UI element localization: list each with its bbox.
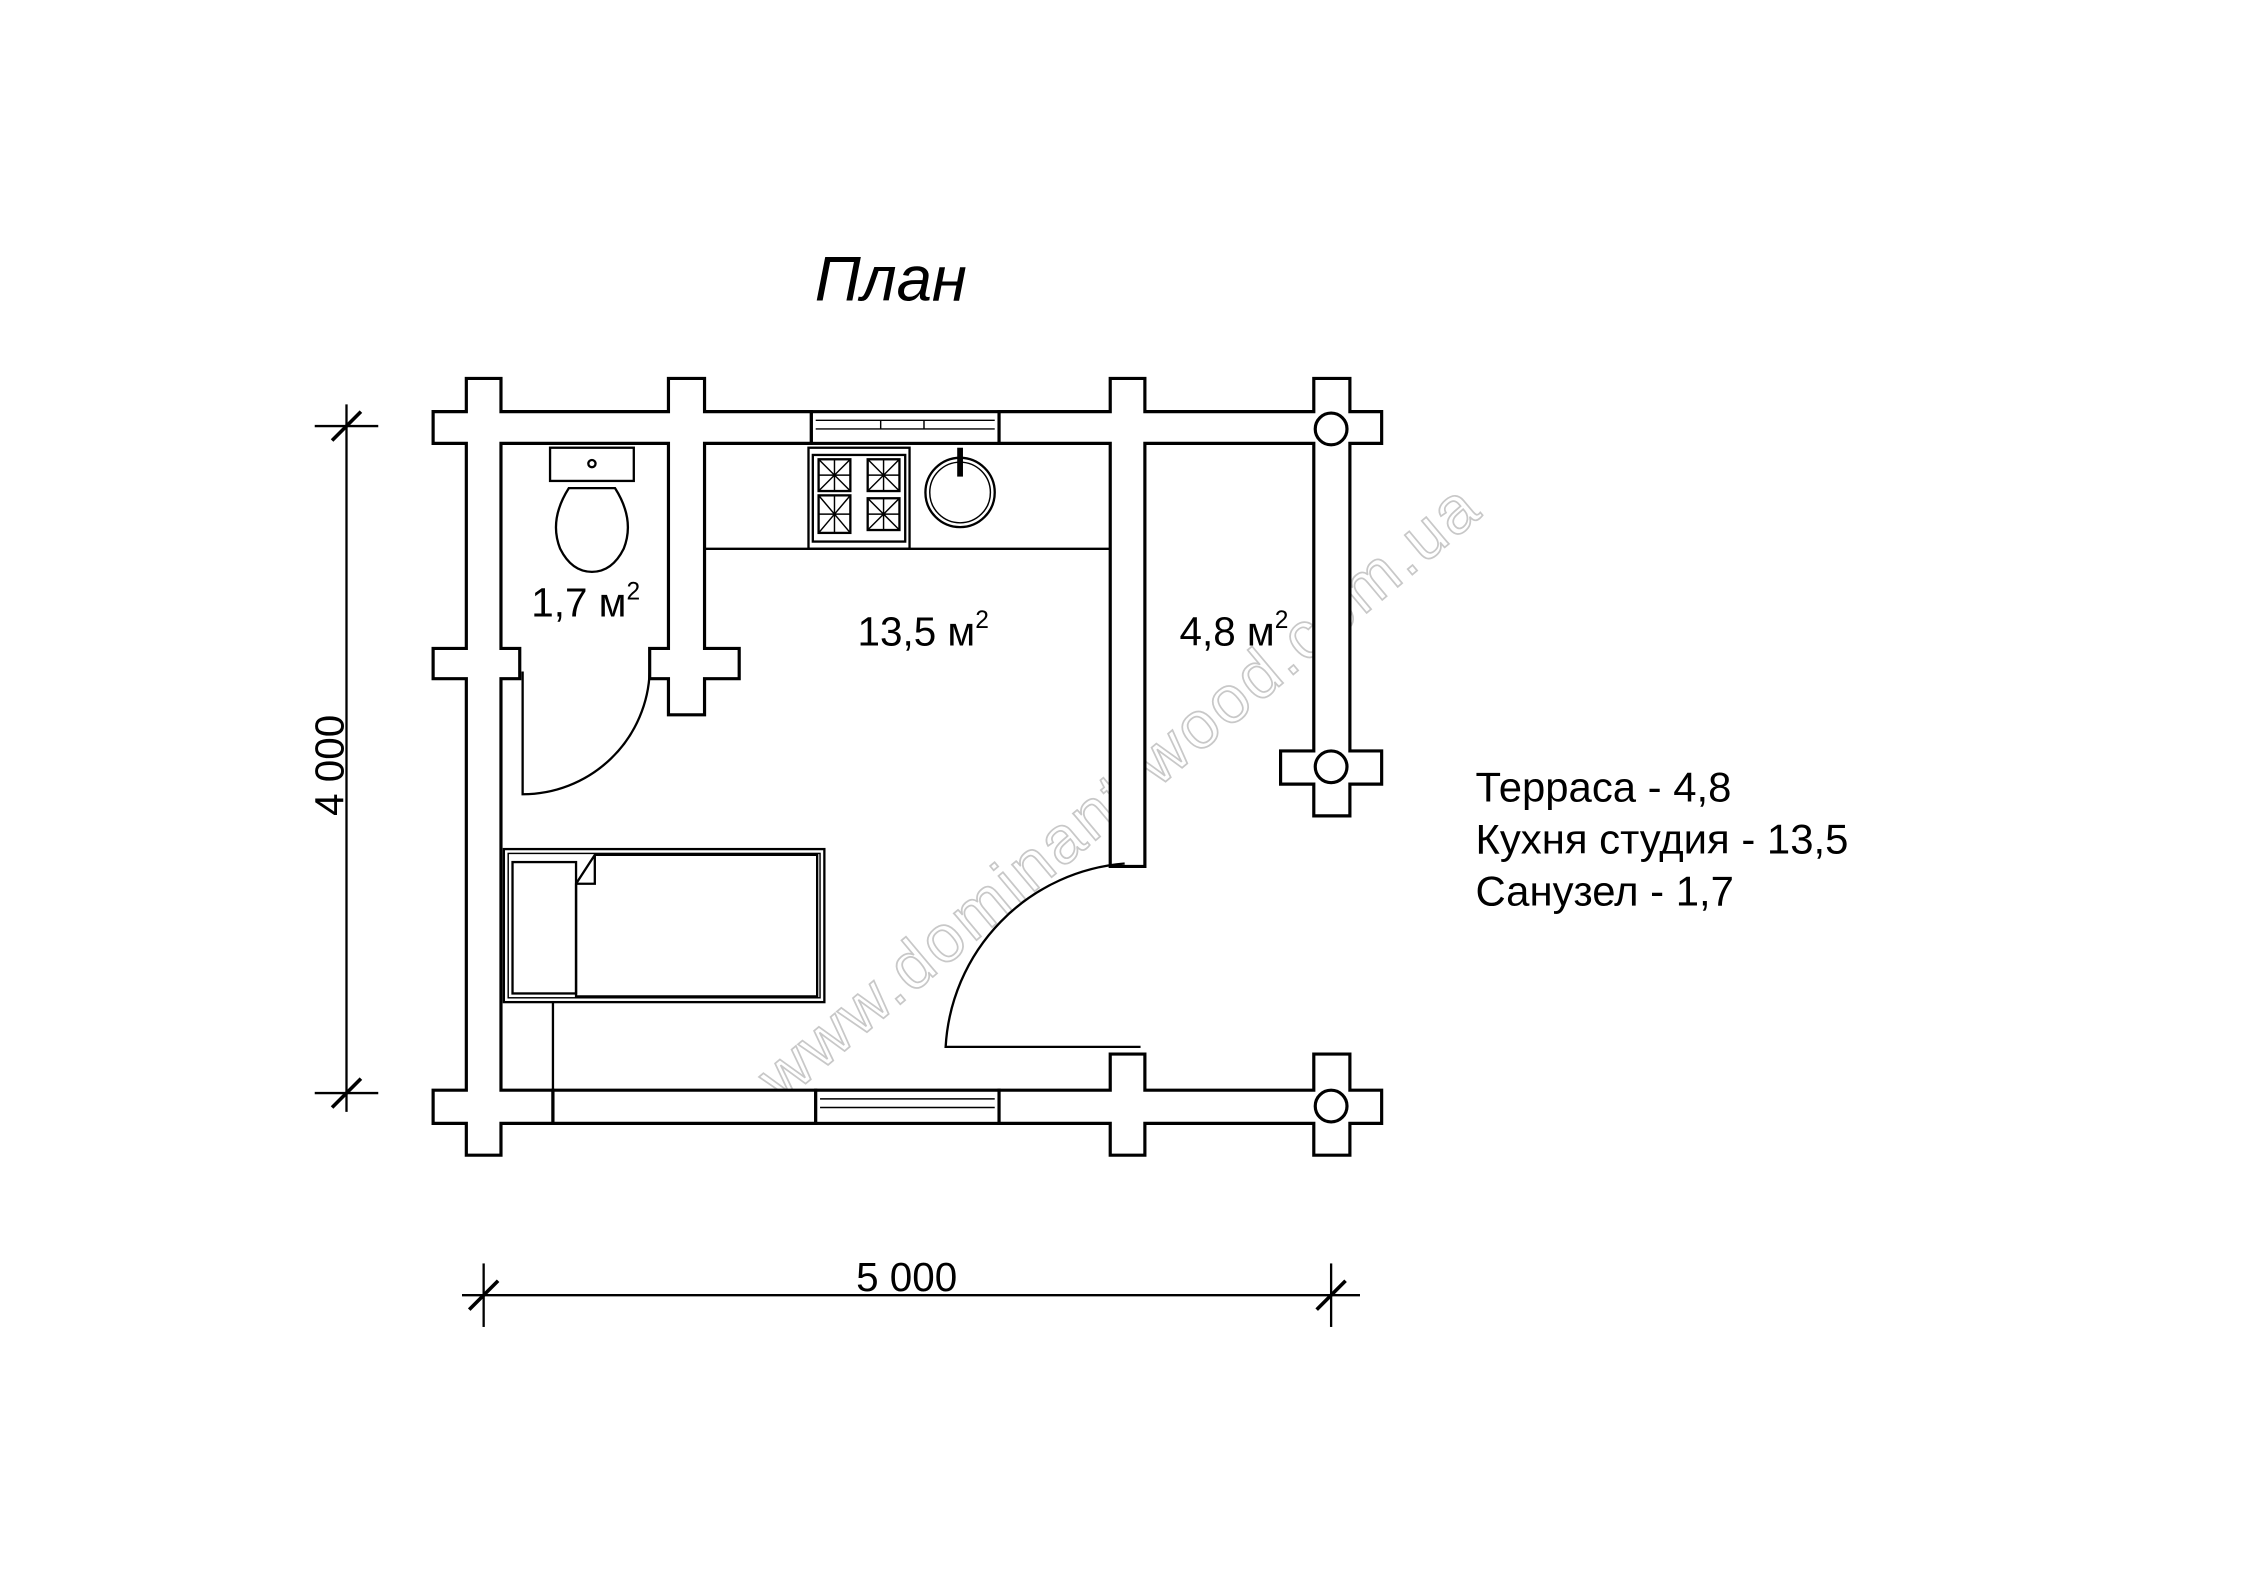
legend-bathroom: Санузел - 1,7 bbox=[1475, 867, 1733, 914]
bed-icon bbox=[502, 847, 826, 1091]
post-icon bbox=[1313, 1088, 1349, 1124]
entrance-door[interactable] bbox=[944, 862, 1141, 1049]
area-label-terrace: 4,8 м2 bbox=[1180, 607, 1289, 654]
toilet-icon bbox=[548, 446, 635, 574]
dimension-height: 4 000 bbox=[307, 404, 379, 1112]
dimension-width: 5 000 bbox=[461, 1254, 1360, 1327]
legend-kitchen: Кухня студия - 13,5 bbox=[1475, 815, 1848, 862]
post-icon bbox=[1313, 749, 1349, 785]
area-label-kitchen: 13,5 м2 bbox=[858, 607, 989, 654]
post-icon bbox=[1313, 411, 1349, 447]
bathroom-door[interactable] bbox=[521, 671, 651, 796]
walls bbox=[431, 376, 1384, 1157]
area-label-bathroom: 1,7 м2 bbox=[531, 578, 640, 625]
stove-icon bbox=[817, 458, 901, 535]
sink-icon bbox=[924, 447, 996, 529]
width-label: 5 000 bbox=[856, 1254, 957, 1300]
plan-title: План bbox=[815, 243, 967, 314]
legend: Терраса - 4,8 Кухня студия - 13,5 Санузе… bbox=[1475, 763, 1848, 914]
legend-terrace: Терраса - 4,8 bbox=[1475, 763, 1731, 810]
height-label: 4 000 bbox=[307, 715, 353, 816]
kitchen-counter bbox=[704, 446, 1111, 550]
